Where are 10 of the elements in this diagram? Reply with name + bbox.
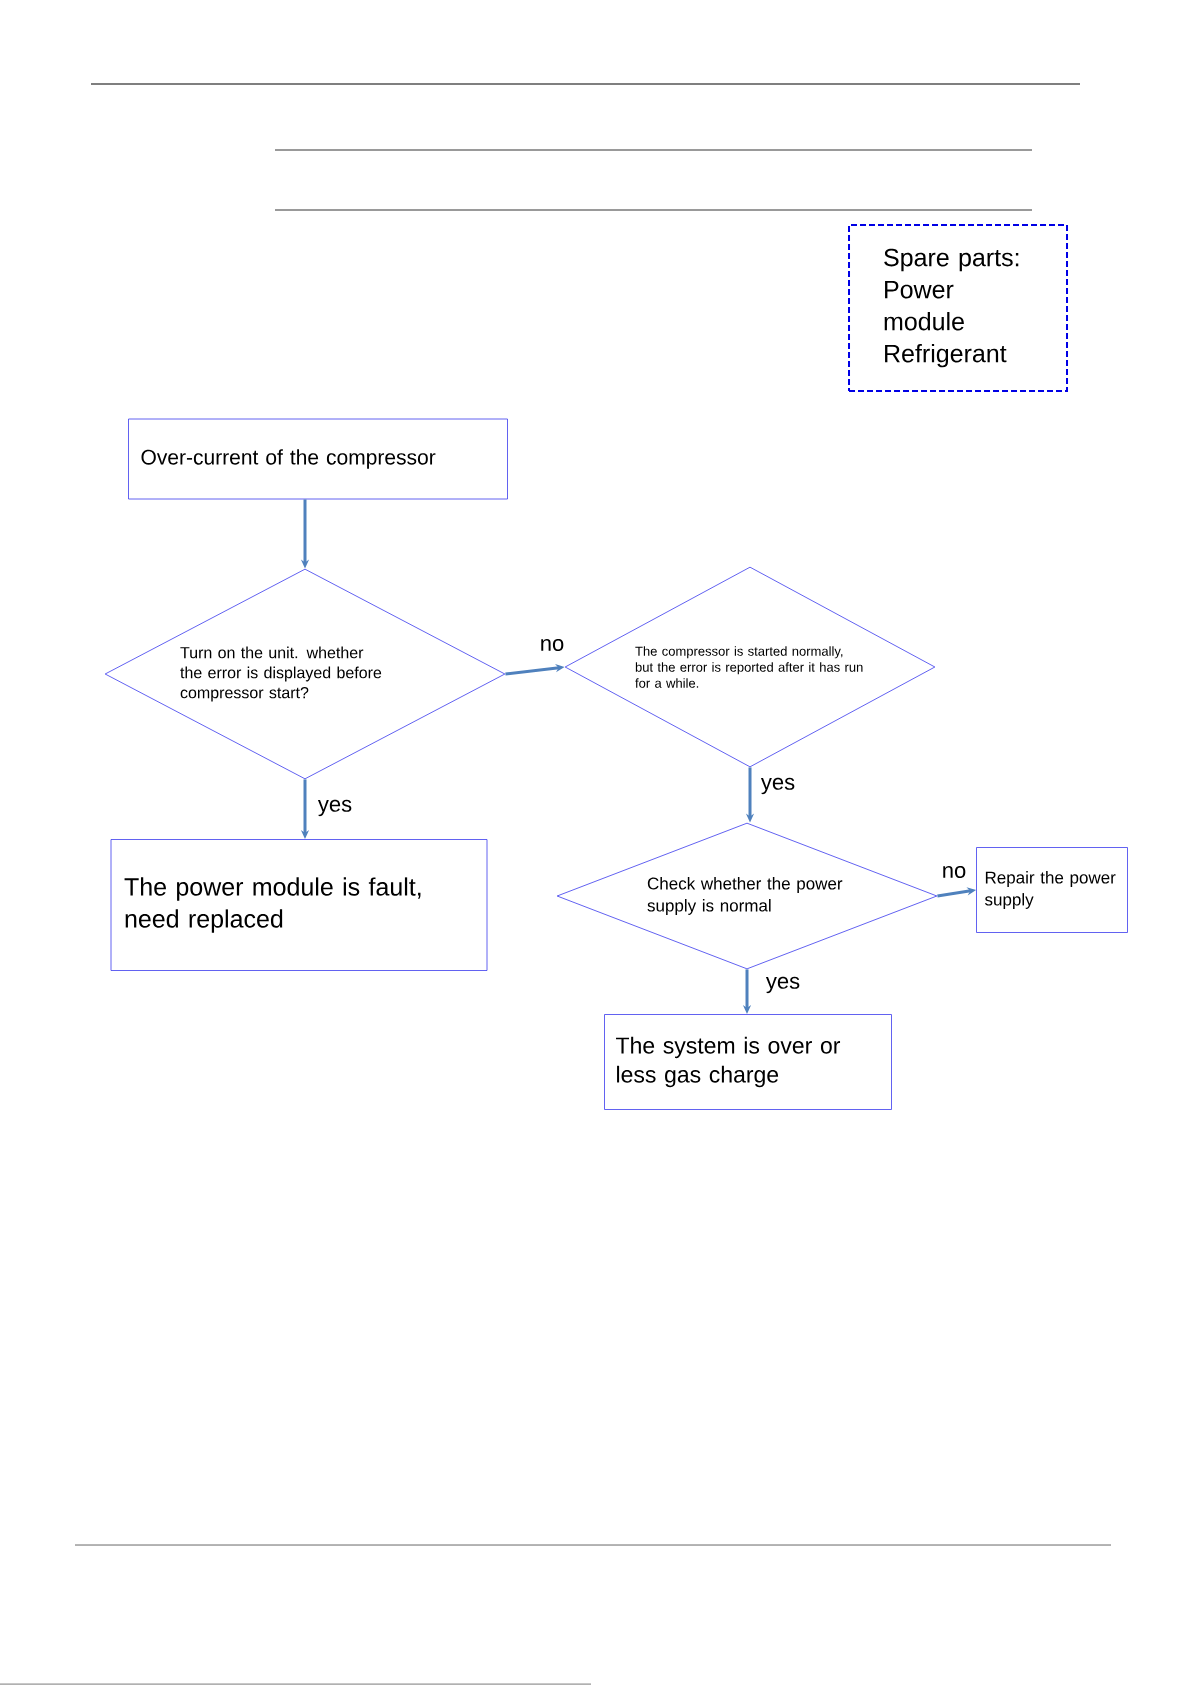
edge-label: yes — [759, 776, 797, 796]
edge-label: no — [940, 865, 968, 880]
edge-label: yes — [316, 798, 354, 818]
process-box: The power module is fault, need replaced — [110, 839, 488, 971]
process-box: The system is over or less gas charge — [604, 1014, 892, 1110]
note-box: Spare parts: Power module Refrigerant — [848, 224, 1068, 392]
process-box: Repair the power supply — [976, 847, 1128, 933]
edge-label: yes — [764, 975, 802, 995]
edge-label: no — [538, 638, 566, 653]
process-box: Over-current of the compressor — [128, 418, 508, 500]
